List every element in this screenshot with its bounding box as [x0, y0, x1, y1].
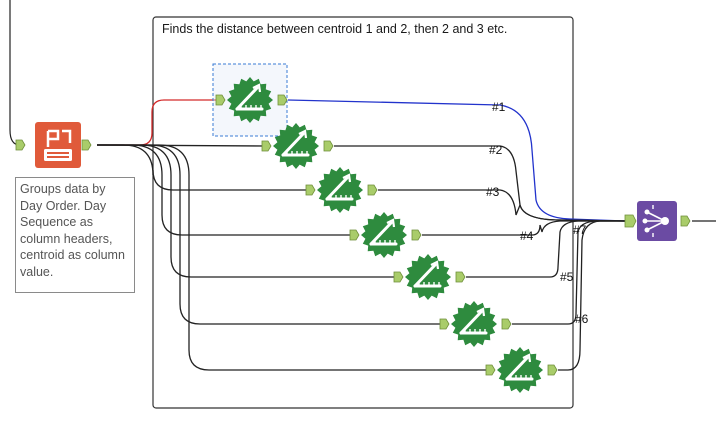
distance-tool-7-output-anchor[interactable]: [547, 364, 558, 376]
connection-label-6: #6: [575, 312, 589, 326]
connection-distance-7-to-union[interactable]: [558, 220, 625, 371]
distance-tool-2-input-anchor[interactable]: [261, 140, 272, 152]
distance-tool-7[interactable]: [497, 347, 543, 393]
ruler-distance-icon: [281, 129, 310, 157]
incoming-connection[interactable]: [9, 0, 21, 146]
crosstab-tool[interactable]: [35, 122, 81, 168]
crosstab-input-anchor[interactable]: [15, 139, 26, 151]
connection-distance-1-to-union[interactable]: [287, 99, 626, 222]
union-output-anchor[interactable]: [680, 215, 691, 227]
tool-container[interactable]: [152, 16, 574, 409]
distance-tool-2-output-anchor[interactable]: [323, 140, 334, 152]
distance-tool-2[interactable]: [273, 123, 319, 169]
connection-distance-2-to-union[interactable]: [334, 145, 626, 222]
connection-distance-3-to-union[interactable]: [378, 189, 626, 222]
connection-crosstab-to-distance-1[interactable]: [97, 99, 222, 146]
connection-distance-4-to-union[interactable]: [422, 220, 625, 236]
ruler-distance-icon: [413, 260, 442, 288]
distance-tool-6[interactable]: [451, 301, 497, 347]
connection-distance-6-to-union[interactable]: [512, 220, 625, 325]
ruler-distance-icon: [369, 218, 398, 246]
connection-crosstab-to-distance-6[interactable]: [97, 144, 446, 325]
distance-tool-4[interactable]: [361, 212, 407, 258]
distance-tool-6-output-anchor[interactable]: [501, 318, 512, 330]
distance-tool-3[interactable]: [317, 167, 363, 213]
distance-tool-4-input-anchor[interactable]: [349, 229, 360, 241]
connection-crosstab-to-distance-3[interactable]: [97, 144, 312, 191]
connection-crosstab-to-distance-4[interactable]: [97, 144, 356, 236]
connection-distance-5-to-union[interactable]: [466, 220, 625, 278]
connection-label-2: #2: [489, 143, 503, 157]
crosstab-annotation: Groups data by Day Order. Day Sequence a…: [15, 177, 135, 293]
ruler-distance-icon: [505, 353, 534, 381]
distance-tool-1-output-anchor[interactable]: [277, 94, 288, 106]
distance-tool-4-output-anchor[interactable]: [411, 229, 422, 241]
connection-label-1: #1: [492, 100, 506, 114]
tools: [15, 63, 691, 393]
ruler-distance-icon: [459, 307, 488, 335]
distance-tool-5[interactable]: [405, 254, 451, 300]
distance-tool-3-output-anchor[interactable]: [367, 184, 378, 196]
connection-label-5: #5: [560, 270, 574, 284]
connection-label-7: #7: [573, 223, 587, 237]
connection-crosstab-to-distance-5[interactable]: [97, 144, 400, 278]
distance-tool-3-input-anchor[interactable]: [305, 184, 316, 196]
connection-crosstab-to-distance-7[interactable]: [97, 144, 492, 371]
distance-tool-1-input-anchor[interactable]: [215, 94, 226, 106]
connection-label-3: #3: [486, 185, 500, 199]
connections: #1 #2 #3 #4 #5 #6 #7: [96, 99, 626, 371]
crosstab-icon: [44, 129, 72, 161]
ruler-distance-icon: [325, 173, 354, 201]
crosstab-output-anchor[interactable]: [81, 139, 92, 151]
union-input-anchor[interactable]: [624, 214, 637, 228]
container-title: Finds the distance between centroid 1 an…: [162, 22, 508, 36]
connection-label-4: #4: [520, 229, 534, 243]
distance-tool-5-input-anchor[interactable]: [393, 271, 404, 283]
union-icon: [642, 205, 669, 237]
ruler-distance-icon: [235, 83, 264, 111]
distance-tool-7-input-anchor[interactable]: [485, 364, 496, 376]
distance-tool-5-output-anchor[interactable]: [455, 271, 466, 283]
distance-tool-6-input-anchor[interactable]: [439, 318, 450, 330]
distance-tool-1[interactable]: [227, 77, 273, 123]
